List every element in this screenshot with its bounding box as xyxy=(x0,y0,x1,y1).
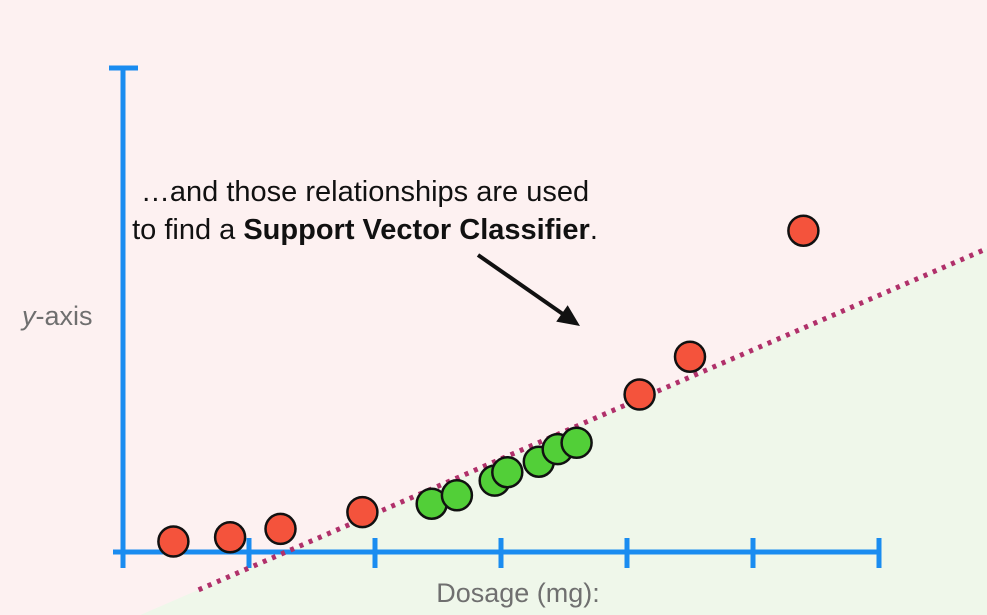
red-data-point xyxy=(264,512,297,546)
arrow-shaft xyxy=(476,253,572,321)
green-data-point xyxy=(560,426,593,460)
red-data-point xyxy=(673,340,707,373)
data-points xyxy=(157,214,820,558)
y-axis-label: y-axis xyxy=(20,301,93,331)
x-axis-label: Dosage (mg): xyxy=(436,578,600,608)
support-vector-classifier-line xyxy=(197,246,987,593)
annotation-text: …and those relationships are used to fin… xyxy=(130,173,600,249)
annotation-text-part1: …and those relationships are used to fin… xyxy=(132,176,590,246)
red-data-point xyxy=(213,521,247,554)
arrow-head xyxy=(556,305,580,326)
red-data-point xyxy=(157,525,190,558)
annotation-text-bold: Support Vector Classifier xyxy=(243,214,590,246)
red-data-point xyxy=(623,378,656,411)
green-data-point xyxy=(440,479,474,512)
annotation-arrow xyxy=(476,253,580,326)
y-axis-label-suffix: -axis xyxy=(36,301,93,331)
y-axis-label-variable: y xyxy=(20,301,37,331)
annotation-text-part2: . xyxy=(589,214,598,246)
red-data-point xyxy=(787,214,820,247)
green-data-point xyxy=(491,455,524,489)
red-data-point xyxy=(346,495,379,529)
x-axis-ticks xyxy=(120,538,882,568)
